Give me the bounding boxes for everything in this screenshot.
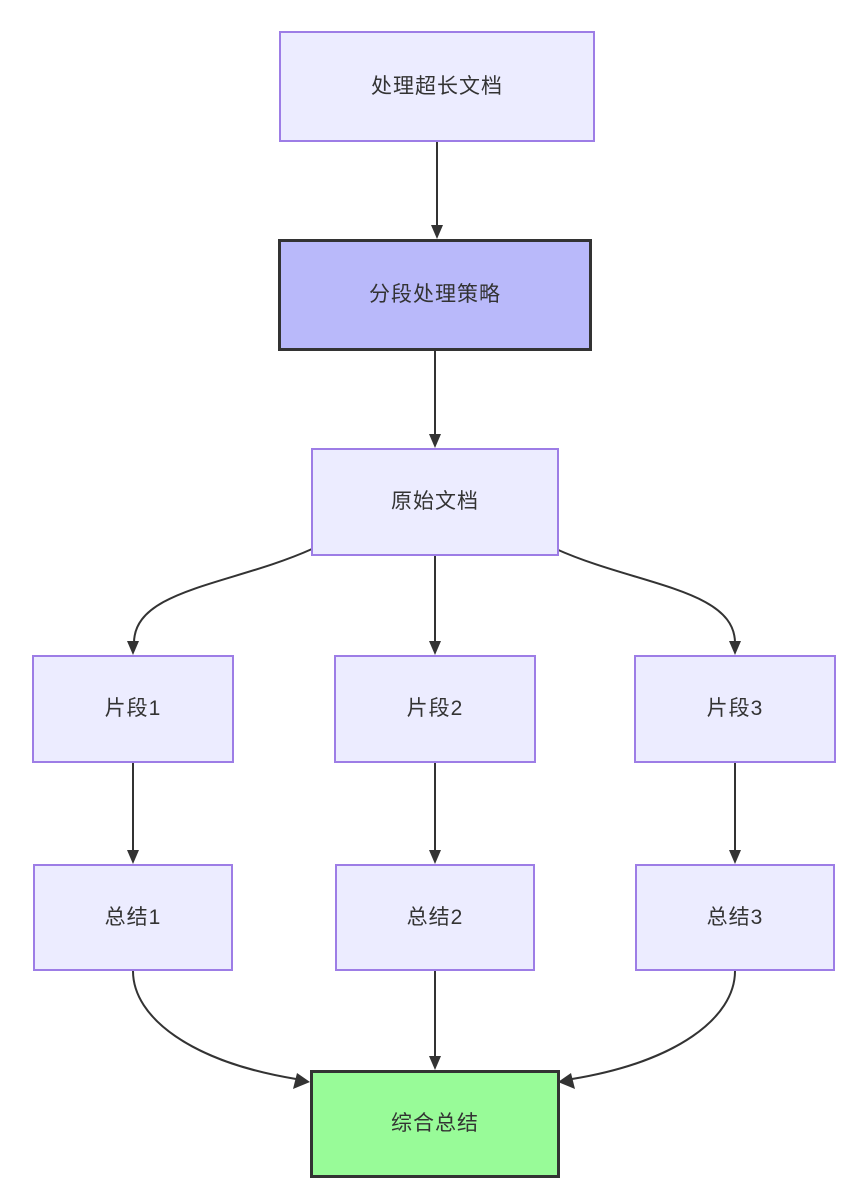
arrowhead-doc-to-chunk3 xyxy=(729,641,741,655)
node-strategy: 分段处理策略 xyxy=(278,239,592,351)
node-doc-label: 原始文档 xyxy=(391,490,479,514)
arrowhead-strategy-to-doc xyxy=(429,434,441,448)
edge-summary3-to-final xyxy=(571,970,736,1080)
node-chunk3: 片段3 xyxy=(634,655,836,763)
arrowhead-doc-to-chunk1 xyxy=(127,641,139,655)
edge-doc-to-chunk3 xyxy=(555,548,736,644)
edge-doc-to-chunk1 xyxy=(133,548,313,644)
node-root-label: 处理超长文档 xyxy=(371,74,503,98)
node-root: 处理超长文档 xyxy=(279,31,595,142)
node-chunk1: 片段1 xyxy=(32,655,234,763)
arrowhead-summary2-to-final xyxy=(429,1056,441,1070)
node-strategy-label: 分段处理策略 xyxy=(369,283,501,307)
node-summary1: 总结1 xyxy=(33,864,233,971)
node-chunk3-label: 片段3 xyxy=(706,697,764,721)
arrowhead-root-to-strategy xyxy=(431,225,443,239)
node-summary2: 总结2 xyxy=(335,864,535,971)
node-summary3-label: 总结3 xyxy=(706,905,764,929)
node-chunk2-label: 片段2 xyxy=(406,697,464,721)
arrowhead-summary3-to-final xyxy=(558,1073,575,1089)
arrowhead-chunk2-to-summary2 xyxy=(429,850,441,864)
node-summary3: 总结3 xyxy=(635,864,835,971)
node-final: 综合总结 xyxy=(310,1070,560,1178)
arrowhead-chunk1-to-summary1 xyxy=(127,850,139,864)
node-summary2-label: 总结2 xyxy=(406,905,464,929)
arrowhead-summary1-to-final xyxy=(293,1073,310,1089)
node-chunk1-label: 片段1 xyxy=(104,697,162,721)
arrowhead-doc-to-chunk2 xyxy=(429,641,441,655)
node-doc: 原始文档 xyxy=(311,448,559,556)
node-summary1-label: 总结1 xyxy=(104,905,162,929)
arrowhead-chunk3-to-summary3 xyxy=(729,850,741,864)
node-chunk2: 片段2 xyxy=(334,655,536,763)
edge-summary1-to-final xyxy=(132,970,297,1080)
node-final-label: 综合总结 xyxy=(391,1112,479,1136)
